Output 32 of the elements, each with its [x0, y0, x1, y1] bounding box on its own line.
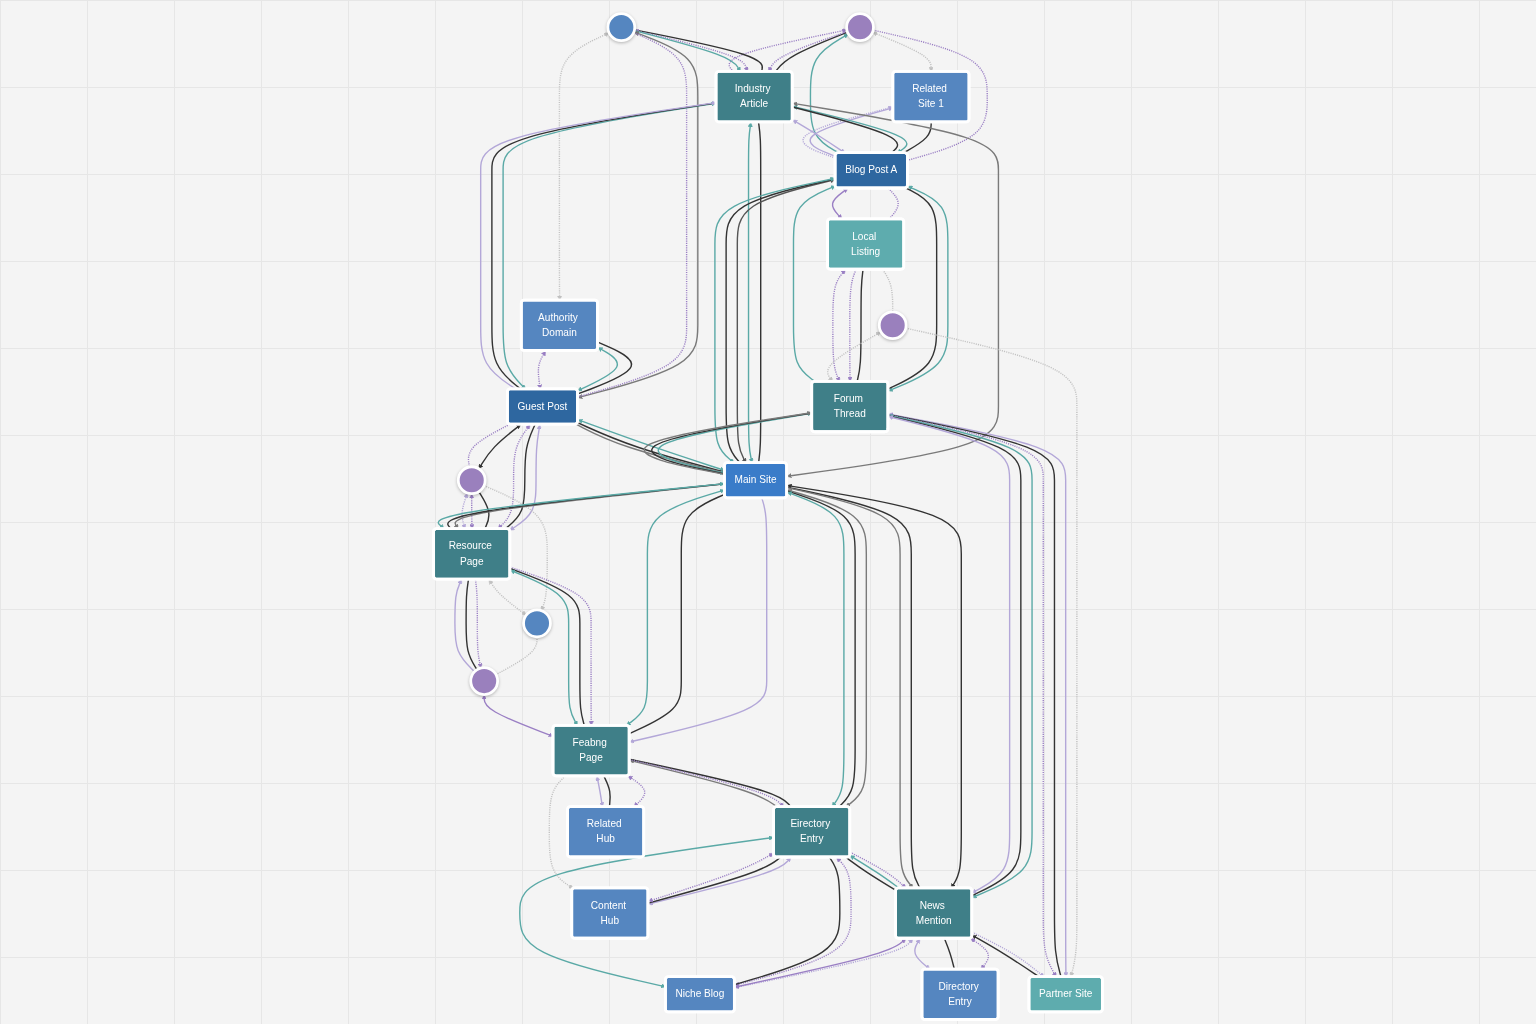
arrow [509, 424, 542, 531]
arrow [792, 185, 836, 383]
arrow [887, 185, 949, 392]
node-circle [522, 608, 552, 639]
arrow [970, 938, 990, 970]
arrow [786, 483, 962, 889]
arrow [826, 331, 882, 382]
arrow [832, 269, 846, 382]
arrow [786, 488, 868, 808]
connector [872, 29, 988, 161]
arrow [629, 497, 768, 744]
node-circle [469, 666, 499, 696]
connector [577, 341, 633, 395]
arrow [519, 835, 774, 989]
arrow [454, 579, 476, 673]
arrow [577, 347, 619, 392]
arrow [872, 31, 934, 72]
node-circle [845, 12, 875, 43]
connector [495, 636, 538, 676]
connector [887, 187, 938, 390]
arrow [548, 775, 574, 889]
arrow [914, 938, 931, 970]
arrow [849, 851, 907, 889]
node-circle [456, 465, 487, 496]
arrow [557, 32, 610, 301]
arrow [483, 484, 548, 611]
arrow [786, 101, 1000, 479]
arrow [809, 33, 849, 154]
node-circle [877, 310, 908, 341]
node-circle [606, 12, 637, 43]
arrow [488, 579, 527, 616]
arrow [478, 424, 521, 469]
